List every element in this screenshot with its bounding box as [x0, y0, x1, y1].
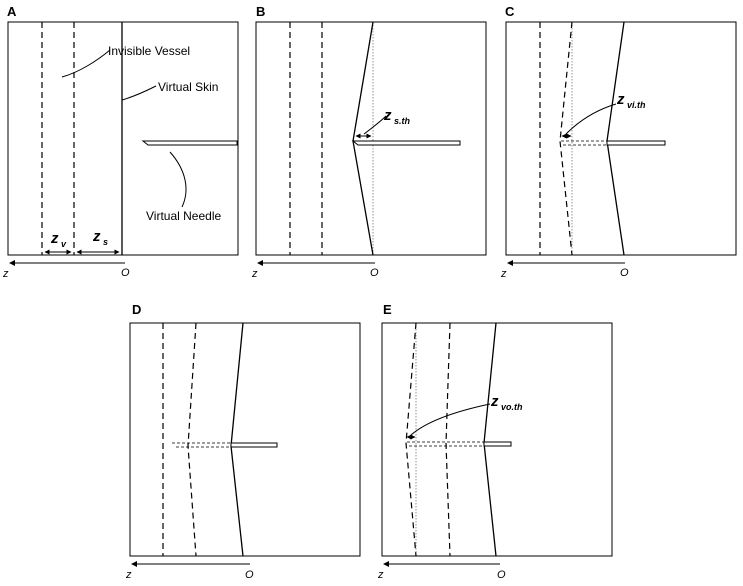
panel-a-zs-subscript: s — [103, 237, 108, 247]
panel-c: C z vi.th z O — [500, 4, 737, 280]
panel-a-invisible-vessel-label: Invisible Vessel — [108, 44, 190, 58]
panel-d-letter: D — [132, 302, 141, 317]
panel-b-threshold-callout-line — [363, 115, 387, 135]
panel-c-frame — [505, 21, 737, 256]
panel-b: B z s.th z O — [251, 4, 487, 280]
panel-a-virtual-skin-label: Virtual Skin — [158, 80, 218, 94]
panel-a-frame — [7, 21, 239, 256]
panel-c-deformed-vessel-wall — [559, 21, 573, 256]
panel-e-inner-vessel-wall — [445, 322, 451, 557]
panel-b-deformed-skin — [352, 21, 374, 256]
panel-a-needle — [141, 140, 238, 146]
panel-d-frame — [129, 322, 361, 557]
panel-e: E z vo.th z O — [377, 302, 613, 581]
panel-a-axis-origin-label: O — [121, 267, 130, 279]
panel-e-threshold-callout-line — [410, 403, 491, 436]
panel-a-zs-symbol: z — [92, 228, 101, 245]
panel-d-deformed-vessel-wall — [187, 322, 197, 557]
panel-e-threshold-symbol: z — [490, 393, 499, 410]
panel-b-letter: B — [256, 4, 265, 19]
panel-a: A Invisible Vessel Virtual Skin Virtual … — [2, 4, 239, 280]
panel-d: D z O — [125, 302, 361, 581]
panel-c-threshold-symbol: z — [616, 91, 625, 108]
panel-e-deformed-outer-vessel-wall — [405, 322, 417, 557]
panel-b-needle — [351, 140, 461, 146]
panel-e-axis-z-label: z — [377, 569, 384, 581]
panel-b-frame — [255, 21, 487, 256]
panel-c-threshold-subscript: vi.th — [627, 100, 646, 110]
panel-b-threshold-subscript: s.th — [394, 116, 411, 126]
panel-d-axis-origin-label: O — [245, 569, 254, 581]
panel-a-skin-callout-line — [121, 85, 157, 101]
panel-e-frame — [381, 322, 613, 557]
panel-a-zv-symbol: z — [50, 230, 59, 247]
panel-a-zv-subscript: v — [61, 239, 67, 249]
panel-e-axis-origin-label: O — [497, 569, 506, 581]
panel-c-axis-z-label: z — [500, 268, 507, 280]
panel-c-deformed-skin — [606, 21, 625, 256]
panel-c-needle — [606, 140, 666, 146]
panel-a-letter: A — [7, 4, 17, 19]
panel-e-deformed-skin — [483, 322, 497, 557]
panel-b-axis-origin-label: O — [370, 267, 379, 279]
panel-e-needle — [483, 441, 512, 447]
panel-c-letter: C — [505, 4, 515, 19]
panel-a-vessel-callout-line — [61, 49, 111, 78]
panel-a-virtual-needle-label: Virtual Needle — [146, 209, 221, 223]
panel-c-threshold-callout-line — [565, 103, 617, 135]
panel-e-letter: E — [383, 302, 392, 317]
panel-a-needle-callout-line — [169, 151, 187, 208]
panel-b-axis-z-label: z — [251, 268, 258, 280]
panel-d-needle — [230, 442, 278, 448]
panel-a-axis-z-label: z — [2, 268, 9, 280]
panel-c-axis-origin-label: O — [620, 267, 629, 279]
panel-d-axis-z-label: z — [125, 569, 132, 581]
panel-e-threshold-subscript: vo.th — [501, 402, 523, 412]
panel-d-deformed-skin — [230, 322, 244, 557]
panel-b-threshold-symbol: z — [383, 107, 392, 124]
